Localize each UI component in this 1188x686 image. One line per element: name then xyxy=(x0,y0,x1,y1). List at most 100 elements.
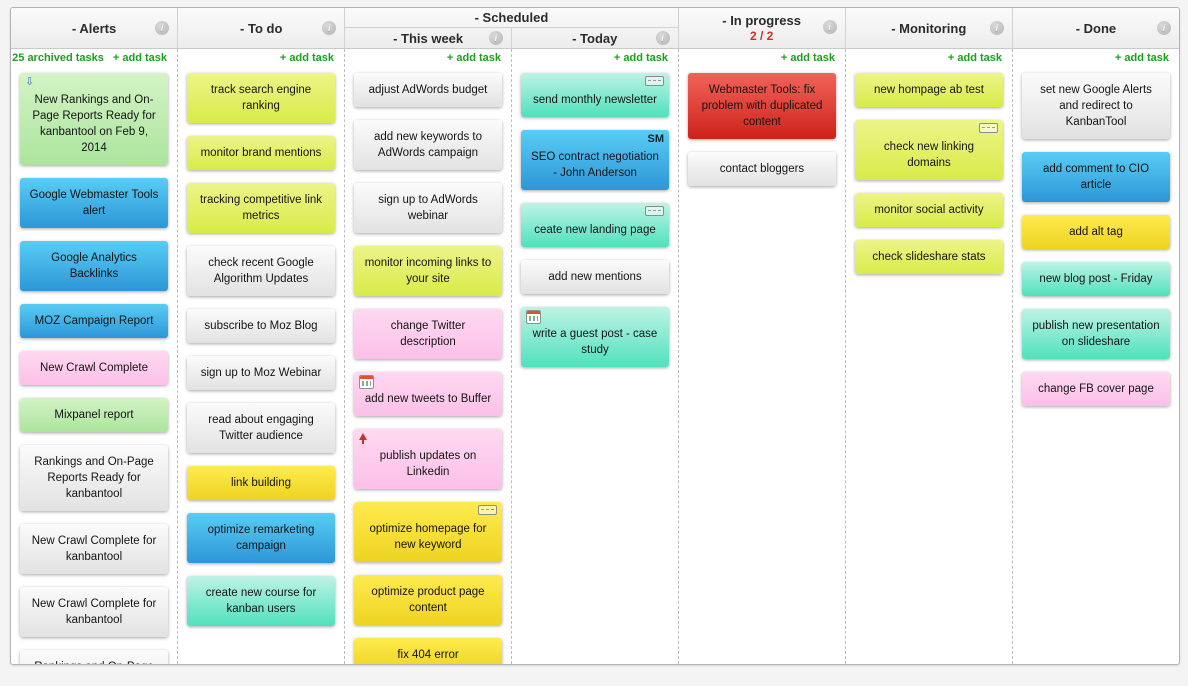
card[interactable]: tracking competitive link metrics xyxy=(187,183,335,233)
info-icon[interactable]: i xyxy=(655,31,670,45)
card-title: Rankings and On-Page Reports Ready for k… xyxy=(34,456,154,500)
card[interactable]: monitor brand mentions xyxy=(187,136,335,170)
card-top-right-icons: SM xyxy=(648,133,665,145)
add-task-link[interactable]: + add task xyxy=(947,52,1002,64)
card[interactable]: check slideshare stats xyxy=(855,240,1003,274)
archive-arrow-icon: ⇩ xyxy=(25,75,35,88)
card[interactable]: publish updates on Linkedin xyxy=(354,429,502,489)
add-task-link[interactable]: + add task xyxy=(780,52,835,64)
card[interactable]: publish new presentation on slideshare xyxy=(1022,309,1170,359)
card[interactable]: Google Webmaster Tools alert xyxy=(20,178,168,228)
card[interactable]: Webmaster Tools: fix problem with duplic… xyxy=(688,73,836,139)
info-icon[interactable]: i xyxy=(822,20,837,34)
card-title: add new tweets to Buffer xyxy=(364,393,492,405)
add-task-link[interactable]: + add task xyxy=(613,52,668,64)
card[interactable]: set new Google Alerts and redirect to Ka… xyxy=(1022,73,1170,139)
card-top-left-icons: ⇩ xyxy=(25,76,34,87)
card-top-left-icons xyxy=(359,432,367,444)
card[interactable]: add new tweets to Buffer xyxy=(354,372,502,416)
card-title: sign up to Moz Webinar xyxy=(200,367,322,379)
card[interactable]: create new course for kanban users xyxy=(187,576,335,626)
info-icon[interactable]: i xyxy=(1156,21,1171,35)
card-title: change FB cover page xyxy=(1038,383,1154,395)
card[interactable]: sign up to Moz Webinar xyxy=(187,356,335,390)
card-title: change Twitter description xyxy=(390,320,466,348)
card[interactable]: send monthly newsletter xyxy=(521,73,669,117)
card[interactable]: Mixpanel report xyxy=(20,398,168,432)
card[interactable]: fix 404 error xyxy=(354,638,502,664)
add-task-link[interactable]: + add task xyxy=(1114,52,1169,64)
card[interactable]: New Crawl Complete for kanbantool xyxy=(20,524,168,574)
archived-tasks-link[interactable]: + 25 archived tasks xyxy=(11,52,104,64)
checklist-icon xyxy=(645,76,664,86)
card-title: add new mentions xyxy=(548,271,642,283)
card-title: monitor social activity xyxy=(874,204,984,216)
card[interactable]: monitor incoming links to your site xyxy=(354,246,502,296)
info-icon[interactable]: i xyxy=(488,31,503,45)
card[interactable]: monitor social activity xyxy=(855,193,1003,227)
card[interactable]: change FB cover page xyxy=(1022,372,1170,406)
card[interactable]: optimize homepage for new keyword xyxy=(354,502,502,562)
card-title: Webmaster Tools: fix problem with duplic… xyxy=(701,84,823,128)
info-icon[interactable]: i xyxy=(989,21,1004,35)
card[interactable]: add alt tag xyxy=(1022,215,1170,249)
column-links-row: + add task xyxy=(521,49,669,67)
card[interactable]: read about engaging Twitter audience xyxy=(187,403,335,453)
column-title: - To do xyxy=(240,20,283,36)
card[interactable]: write a guest post - case study xyxy=(521,307,669,367)
card[interactable]: Rankings and On-Page Reports Ready for k… xyxy=(20,650,168,664)
card[interactable]: adjust AdWords budget xyxy=(354,73,502,107)
card[interactable]: new blog post - Friday xyxy=(1022,262,1170,296)
card-title: monitor incoming links to your site xyxy=(364,257,492,285)
card[interactable]: check new linking domains xyxy=(855,120,1003,180)
card[interactable]: sign up to AdWords webinar xyxy=(354,183,502,233)
card[interactable]: check recent Google Algorithm Updates xyxy=(187,246,335,296)
card-title: ceate new landing page xyxy=(534,224,656,236)
card[interactable]: link building xyxy=(187,466,335,500)
card[interactable]: contact bloggers xyxy=(688,152,836,186)
card[interactable]: optimize product page content xyxy=(354,575,502,625)
card-title: monitor brand mentions xyxy=(200,147,322,159)
column-links-row: + add task xyxy=(855,49,1003,67)
column-header-todo: - To do i xyxy=(177,8,344,48)
card-title: contact bloggers xyxy=(719,163,805,175)
info-icon[interactable]: i xyxy=(155,21,170,35)
card-list: Webmaster Tools: fix problem with duplic… xyxy=(688,67,836,186)
card-title: check slideshare stats xyxy=(872,251,986,263)
card[interactable]: ⇩New Rankings and On-Page Reports Ready … xyxy=(20,73,168,165)
column-title: - In progress xyxy=(722,13,801,28)
card-title: MOZ Campaign Report xyxy=(34,315,154,327)
card[interactable]: Rankings and On-Page Reports Ready for k… xyxy=(20,445,168,511)
card[interactable]: Google Analytics Backlinks xyxy=(20,241,168,291)
column-alerts: + 25 archived tasks + add task ⇩New Rankin… xyxy=(11,49,177,664)
card-title: create new course for kanban users xyxy=(205,587,317,615)
add-task-link[interactable]: + add task xyxy=(112,52,167,64)
info-icon[interactable]: i xyxy=(322,21,337,35)
add-task-link[interactable]: + add task xyxy=(446,52,501,64)
column-title: - Today xyxy=(572,30,618,46)
card[interactable]: optimize remarketing campaign xyxy=(187,513,335,563)
card-title: write a guest post - case study xyxy=(532,328,658,356)
card[interactable]: New Crawl Complete xyxy=(20,351,168,385)
card[interactable]: track search engine ranking xyxy=(187,73,335,123)
card[interactable]: add comment to CIO article xyxy=(1022,152,1170,202)
card[interactable]: New Crawl Complete for kanbantool xyxy=(20,587,168,637)
card[interactable]: add new mentions xyxy=(521,260,669,294)
card[interactable]: ceate new landing page xyxy=(521,203,669,247)
card[interactable]: MOZ Campaign Report xyxy=(20,304,168,338)
card[interactable]: subscribe to Moz Blog xyxy=(187,309,335,343)
card[interactable]: add new keywords to AdWords campaign xyxy=(354,120,502,170)
card[interactable]: change Twitter description xyxy=(354,309,502,359)
group-title: - Scheduled xyxy=(345,8,678,28)
checklist-icon xyxy=(478,505,497,515)
card-title: optimize product page content xyxy=(371,586,485,614)
card[interactable]: new hompage ab test xyxy=(855,73,1003,107)
add-task-link[interactable]: + add task xyxy=(279,52,334,64)
card-title: New Crawl Complete for kanbantool xyxy=(31,535,157,563)
checklist-icon xyxy=(645,206,664,216)
card-title: new blog post - Friday xyxy=(1039,273,1153,285)
